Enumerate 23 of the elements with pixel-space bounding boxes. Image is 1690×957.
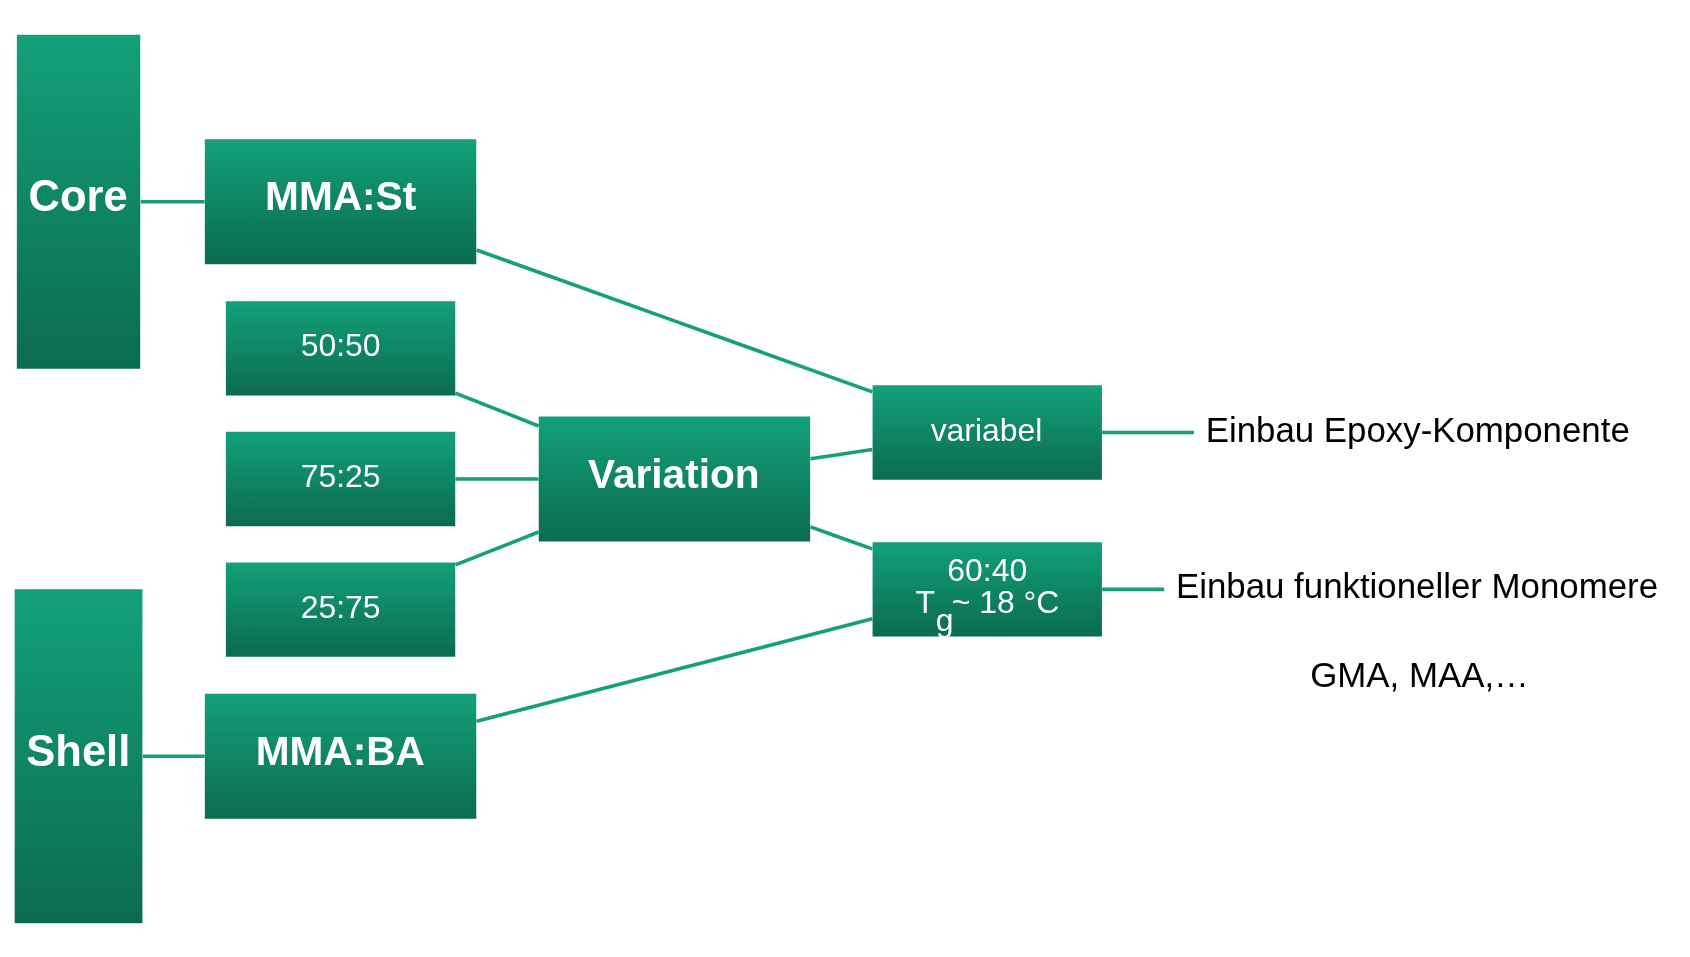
node-box: Variation (538, 416, 811, 541)
node-box: 75:25 (225, 431, 456, 526)
connector (142, 753, 205, 758)
label: GMA, MAA,… (1310, 654, 1529, 694)
node-box: Core (16, 34, 141, 369)
connector (454, 390, 540, 428)
node-text: Einbau Epoxy-Komponente (1205, 409, 1630, 449)
connector (476, 616, 873, 723)
node-text: Einbau funktioneller Monomere (1175, 565, 1659, 605)
connector (475, 247, 873, 394)
connector (140, 199, 205, 204)
node-box: variabel (872, 384, 1102, 480)
connector (455, 476, 539, 481)
connector (810, 447, 873, 461)
node-box: MMA:St (204, 138, 477, 264)
node-box: 25:75 (225, 561, 456, 657)
connector (809, 524, 873, 551)
node-box: Shell (14, 588, 143, 923)
node-box: MMA:BA (204, 693, 477, 819)
connector (1102, 430, 1194, 434)
connector (454, 529, 540, 567)
node-box: 50:50 (225, 300, 456, 396)
connector (1102, 587, 1165, 591)
